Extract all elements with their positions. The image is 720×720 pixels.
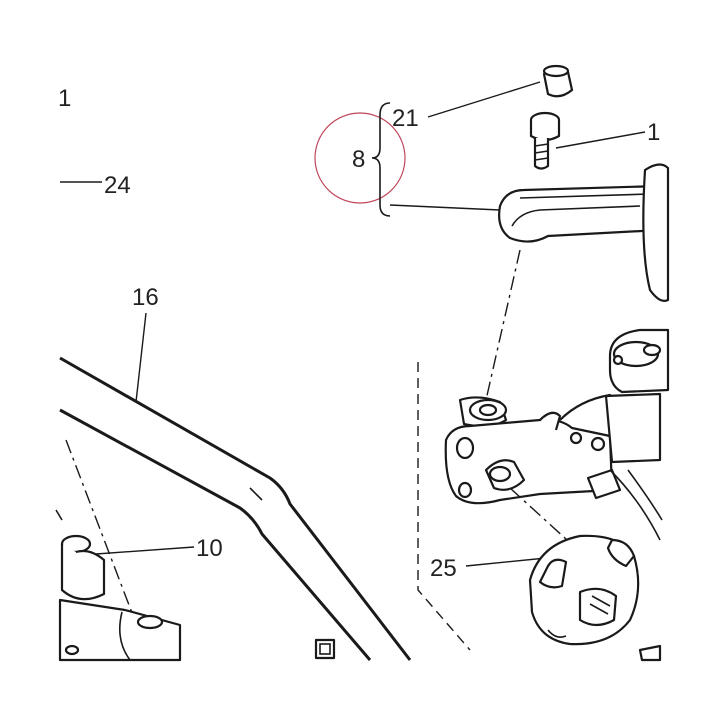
axis-line-lever [485,249,521,401]
hidden-frame-outline [417,362,471,651]
switch-housing-part [528,534,662,662]
callout-16: 16 [132,284,159,311]
callout-8: 8 [352,146,365,173]
callout-1-right: 1 [647,119,660,146]
brace [371,102,391,217]
screw-part [529,111,561,170]
lever-part [389,163,670,302]
callout-25: 25 [430,555,457,582]
leader-16 [135,312,147,403]
callout-21: 21 [392,105,419,132]
master-cylinder-part [444,328,670,541]
leader-25 [465,557,547,567]
callout-1-left: 1 [58,85,71,112]
callout-10: 10 [196,535,223,562]
callout-24: 24 [104,172,131,199]
riser-part [55,439,182,662]
cap-part [542,64,574,98]
small-bracket-part [314,638,336,660]
leader-21 [427,81,541,118]
leader-1-right [555,131,646,149]
leader-10 [95,546,195,555]
highlight-circle [314,112,406,204]
handlebar-part [59,356,412,661]
